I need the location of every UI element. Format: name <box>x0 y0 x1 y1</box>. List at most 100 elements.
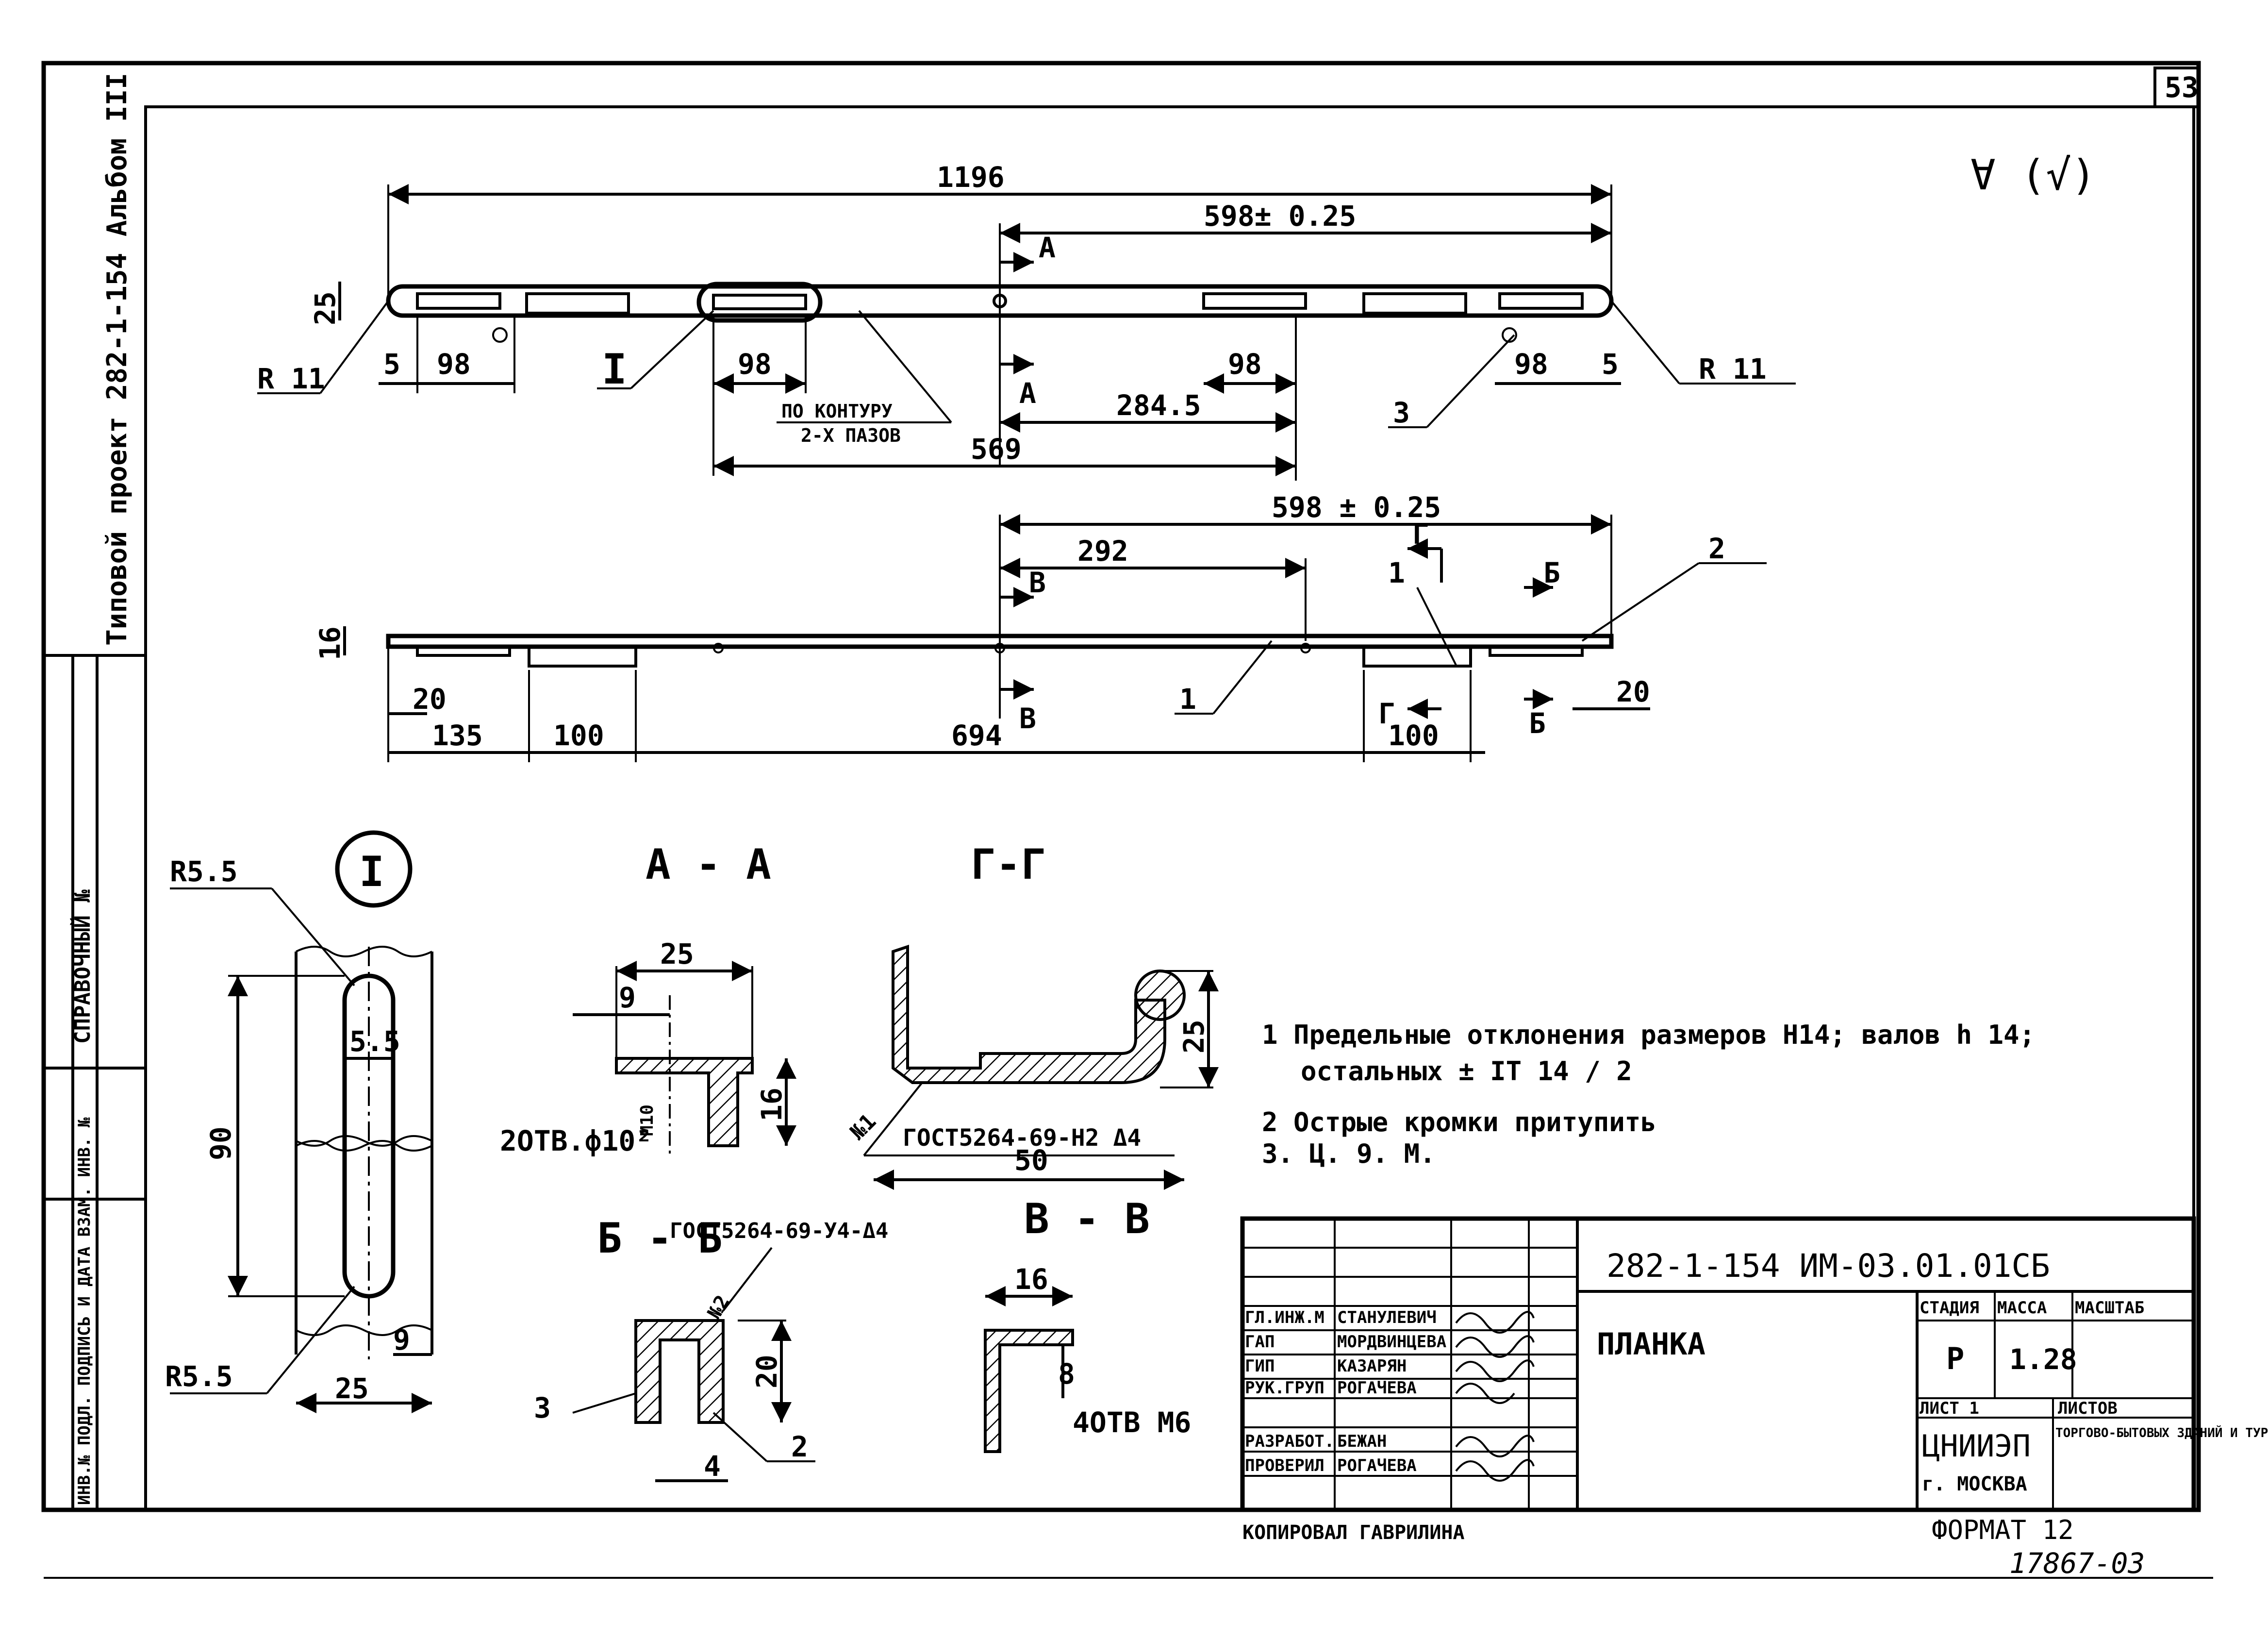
tb-role-1: ГЛ.ИНЖ.М <box>1245 1308 1324 1327</box>
sheet-number: 53 <box>2165 71 2199 104</box>
part-2-label: 2 <box>1708 532 1725 565</box>
tb-col-scale: МАСШТАБ <box>2075 1298 2144 1318</box>
tb-role-6: ПРОВЕРИЛ <box>1245 1456 1324 1475</box>
section-v-holes: 4ОТВ М6 <box>1073 1406 1191 1439</box>
dim-25-top: 25 <box>309 291 342 325</box>
section-a-top: A <box>1039 231 1056 264</box>
part-1-top-label: 1 <box>1388 556 1405 589</box>
dim-135: 135 <box>432 719 483 752</box>
sec-b-top: Б <box>1543 556 1560 589</box>
tb-name-2: МОРДВИНЦЕВА <box>1337 1332 1446 1352</box>
tb-name-4: РОГАЧЕВА <box>1337 1378 1417 1398</box>
dim-98-right: 98 <box>1514 348 1548 381</box>
sec-g-top: Г <box>1412 518 1429 551</box>
dim-5-right: 5 <box>1602 348 1619 381</box>
detail-i-title: I <box>359 848 384 896</box>
tb-role-2: ГАП <box>1245 1332 1275 1352</box>
sheet-number-box <box>2153 67 2200 108</box>
section-a-title: A - A <box>646 840 771 889</box>
tb-name: ПЛАНКА <box>1597 1326 1705 1362</box>
dim-98-right-mid: 98 <box>1228 348 1262 381</box>
dim-100-right: 100 <box>1388 719 1439 752</box>
section-b-b: Б - Б ГОСТ5264-69-У4-Δ4 №2 20 4 3 2 <box>534 1214 888 1483</box>
signature-5 <box>1455 1435 1535 1457</box>
signature-4 <box>1455 1383 1515 1404</box>
section-b-part-3: 3 <box>534 1391 551 1424</box>
section-a-holes: 2ОТВ.ф10² <box>500 1124 652 1157</box>
notes: 1 Предельные отклонения размеров Н14; ва… <box>1262 1020 2035 1169</box>
dim-100-left: 100 <box>553 719 604 752</box>
section-a-a: A - A 25 9 16 2ОТВ.ф10² М10 <box>500 840 796 1157</box>
dim-598-front: 598 ± 0.25 <box>1272 491 1441 524</box>
section-b-weld-num: №2 <box>703 1291 734 1323</box>
contour-note-1: ПО КОНТУРУ <box>781 401 893 422</box>
dim-694: 694 <box>951 719 1002 752</box>
section-g-weld: ГОСТ5264-69-Н2 Δ4 <box>903 1124 1141 1152</box>
tb-sheets: ЛИСТОВ <box>2058 1399 2118 1418</box>
title-block: 282-1-154 ИМ-03.01.01СБ ПЛАНКА СТАДИЯ МА… <box>1240 1216 2268 1512</box>
section-a-m10: М10 <box>637 1104 657 1136</box>
signature-3 <box>1455 1359 1535 1382</box>
detail-i-25: 25 <box>335 1372 369 1405</box>
note-1b: остальных ± IT 14 / 2 <box>1301 1056 1632 1087</box>
section-v-16: 16 <box>1014 1263 1048 1296</box>
copied-by: КОПИРОВАЛ ГАВРИЛИНА <box>1242 1522 1465 1544</box>
radius-right: R 11 <box>1699 352 1767 385</box>
dim-5-left: 5 <box>383 348 400 381</box>
section-b-part-2: 2 <box>791 1430 808 1463</box>
dim-569: 569 <box>971 433 1022 466</box>
detail-i-90: 90 <box>204 1126 237 1160</box>
tb-name-6: РОГАЧЕВА <box>1337 1456 1417 1475</box>
dim-292: 292 <box>1077 535 1128 568</box>
dim-98-mid: 98 <box>738 348 772 381</box>
side-ref-label: СПРАВОЧНЫЙ № <box>69 889 95 1044</box>
dim-1196: 1196 <box>937 161 1005 194</box>
section-b-weld: ГОСТ5264-69-У4-Δ4 <box>670 1219 888 1243</box>
tb-sheet: ЛИСТ 1 <box>1920 1399 1979 1418</box>
section-b-title: Б - Б <box>597 1214 723 1263</box>
section-a-bottom: A <box>1019 377 1036 410</box>
sheet-frame: 53 ∀ (√) <box>41 61 2213 1579</box>
section-a-16: 16 <box>755 1087 788 1121</box>
sec-v-top: В <box>1029 566 1046 599</box>
detail-i-ellipse <box>696 282 823 323</box>
tb-name-1: СТАНУЛЕВИЧ <box>1337 1308 1437 1327</box>
tb-name-5: БЕЖАН <box>1337 1432 1387 1451</box>
roughness-mark: ∀ (√) <box>1970 151 2096 200</box>
signature-1 <box>1455 1311 1535 1334</box>
tb-col-mass: МАССА <box>1997 1298 2047 1318</box>
section-a-25: 25 <box>660 937 694 970</box>
detail-i-r-top: R5.5 <box>170 855 238 888</box>
section-b-4: 4 <box>704 1450 721 1483</box>
section-v-v: В - В 16 8 4ОТВ М6 <box>984 1195 1191 1453</box>
section-b-20: 20 <box>750 1355 783 1388</box>
tb-mass: 1.28 <box>2009 1343 2077 1376</box>
radius-left: R 11 <box>257 362 325 395</box>
section-v-title: В - В <box>1024 1195 1150 1243</box>
dim-284-5: 284.5 <box>1116 389 1201 422</box>
tb-role-5: РАЗРАБОТ. <box>1245 1432 1334 1451</box>
contour-note-2: 2-Х ПАЗОВ <box>801 425 901 446</box>
note-3: 3. Ц. 9. М. <box>1262 1138 1436 1169</box>
detail-i: I 90 R5.5 R5.5 5.5 9 25 <box>165 830 433 1413</box>
part-3-top: 3 <box>1393 396 1410 429</box>
signature-2 <box>1455 1335 1535 1358</box>
detail-i-callout: I <box>602 345 627 394</box>
section-a-9: 9 <box>619 981 636 1014</box>
tb-org-desc: ТОРГОВО-БЫТОВЫХ ЗДАНИЙ И ТУРИСТСКИХ КОМП… <box>2055 1425 2268 1440</box>
section-g-g: Г-Г 25 50 ГОСТ5264-69-Н2 Δ4 №1 <box>845 840 1219 1190</box>
detail-i-5-5: 5.5 <box>349 1025 400 1058</box>
side-inv-label: ИНВ.№ ПОДЛ. ПОДПИСЬ И ДАТА ВЗАМ. ИНВ. № <box>75 1117 94 1505</box>
section-g-50: 50 <box>1014 1144 1048 1177</box>
tb-col-stage: СТАДИЯ <box>1920 1298 1979 1318</box>
dim-20-right: 20 <box>1616 675 1650 708</box>
front-view: 598 ± 0.25 292 16 В В Г Г Б Б 20 135 100… <box>314 491 1767 762</box>
dim-16-front: 16 <box>314 626 347 660</box>
part-1-label: 1 <box>1179 683 1196 716</box>
section-g-title: Г-Г <box>971 840 1046 889</box>
tb-org: ЦНИИЭП <box>1922 1428 2031 1464</box>
detail-i-circle <box>335 830 413 908</box>
dim-598: 598± 0.25 <box>1204 200 1356 233</box>
tb-stage: Р <box>1946 1341 1964 1376</box>
